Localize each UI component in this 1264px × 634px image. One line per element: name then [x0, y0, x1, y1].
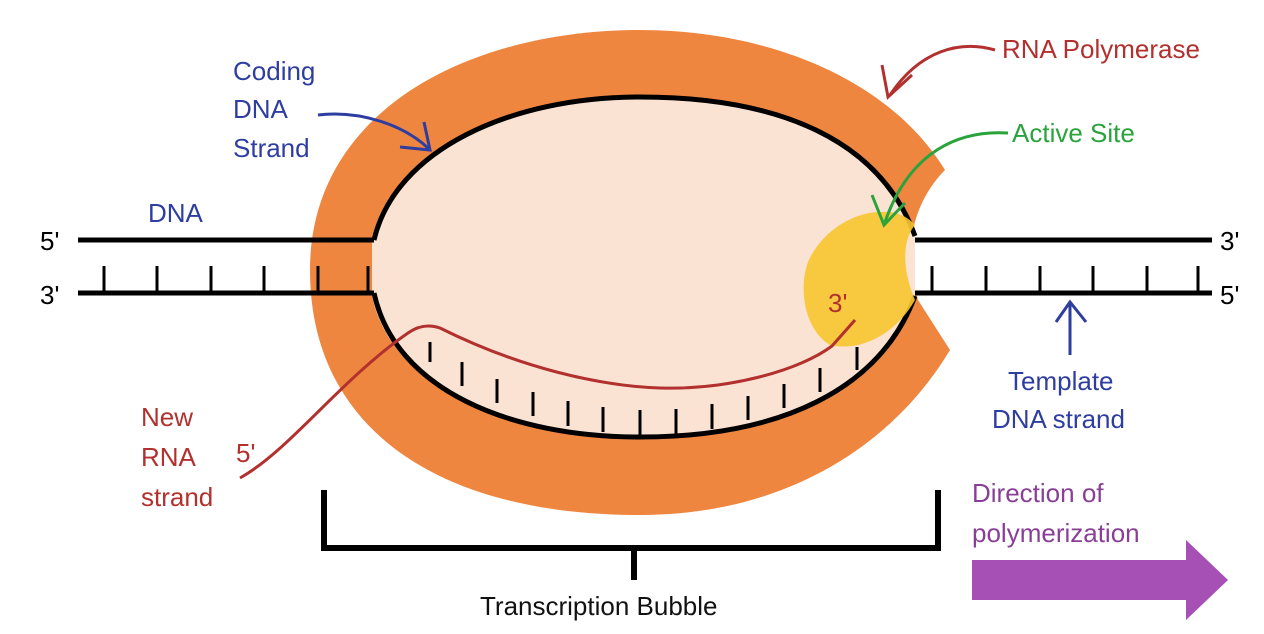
- direction-arrow: [972, 540, 1228, 620]
- rna-polymerase-label: RNA Polymerase: [1002, 34, 1200, 64]
- active-site-label: Active Site: [1012, 118, 1135, 148]
- base-ticks-left: [102, 266, 370, 293]
- template-strand-label-2: DNA strand: [992, 404, 1125, 434]
- end-3-top-right: 3': [1220, 226, 1239, 256]
- coding-strand-label-2: DNA: [233, 94, 289, 124]
- end-3-bottom-left: 3': [40, 280, 59, 310]
- template-strand-label-1: Template: [1008, 366, 1114, 396]
- active-site-pointer: [870, 131, 1009, 228]
- transcription-bubble-interior: [372, 97, 915, 437]
- new-rna-label-2: RNA: [141, 442, 197, 472]
- template-strand-arc: [371, 292, 918, 440]
- transcription-bubble-bracket: [321, 490, 941, 580]
- rna-5-end-label: 5': [236, 438, 255, 468]
- end-5-top-left: 5': [40, 226, 59, 256]
- end-5-bottom-right: 5': [1220, 280, 1239, 310]
- coding-strand-pointer: [317, 112, 432, 152]
- active-site-region: [803, 211, 915, 347]
- new-rna-label-1: New: [141, 402, 193, 432]
- template-strand-pointer: [1054, 299, 1088, 355]
- coding-strand-label-3: Strand: [233, 133, 310, 163]
- coding-strand-label-1: Coding: [233, 56, 315, 86]
- direction-label-2: polymerization: [972, 518, 1140, 548]
- base-ticks-right: [930, 266, 1200, 293]
- rna-polymerase-pointer: [880, 44, 996, 100]
- coding-strand-arc: [371, 94, 918, 241]
- transcription-bubble-label: Transcription Bubble: [480, 591, 718, 621]
- rna-3-end-label: 3': [828, 288, 847, 318]
- new-rna-label-3: strand: [141, 482, 213, 512]
- dna-label: DNA: [148, 198, 204, 228]
- new-rna-strand: [239, 319, 857, 480]
- template-ticks: [428, 342, 859, 436]
- direction-label-1: Direction of: [972, 478, 1104, 508]
